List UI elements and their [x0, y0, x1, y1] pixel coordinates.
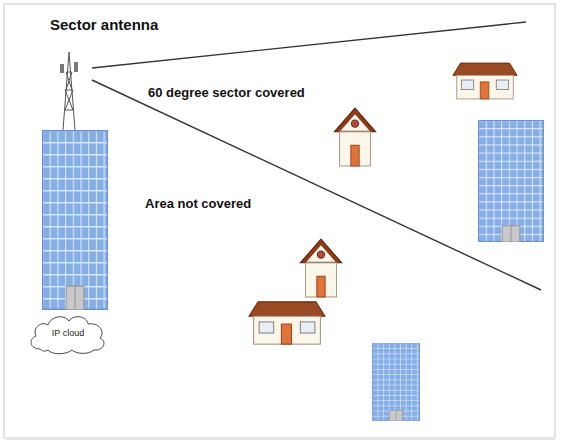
- antenna-label: Sector antenna: [48, 16, 160, 34]
- cloud-label: IP cloud: [52, 328, 84, 338]
- cloud-node: IP cloud: [26, 311, 110, 355]
- area-label: 60 degree sector covered: [146, 85, 307, 101]
- area-label: Area not covered: [143, 196, 253, 212]
